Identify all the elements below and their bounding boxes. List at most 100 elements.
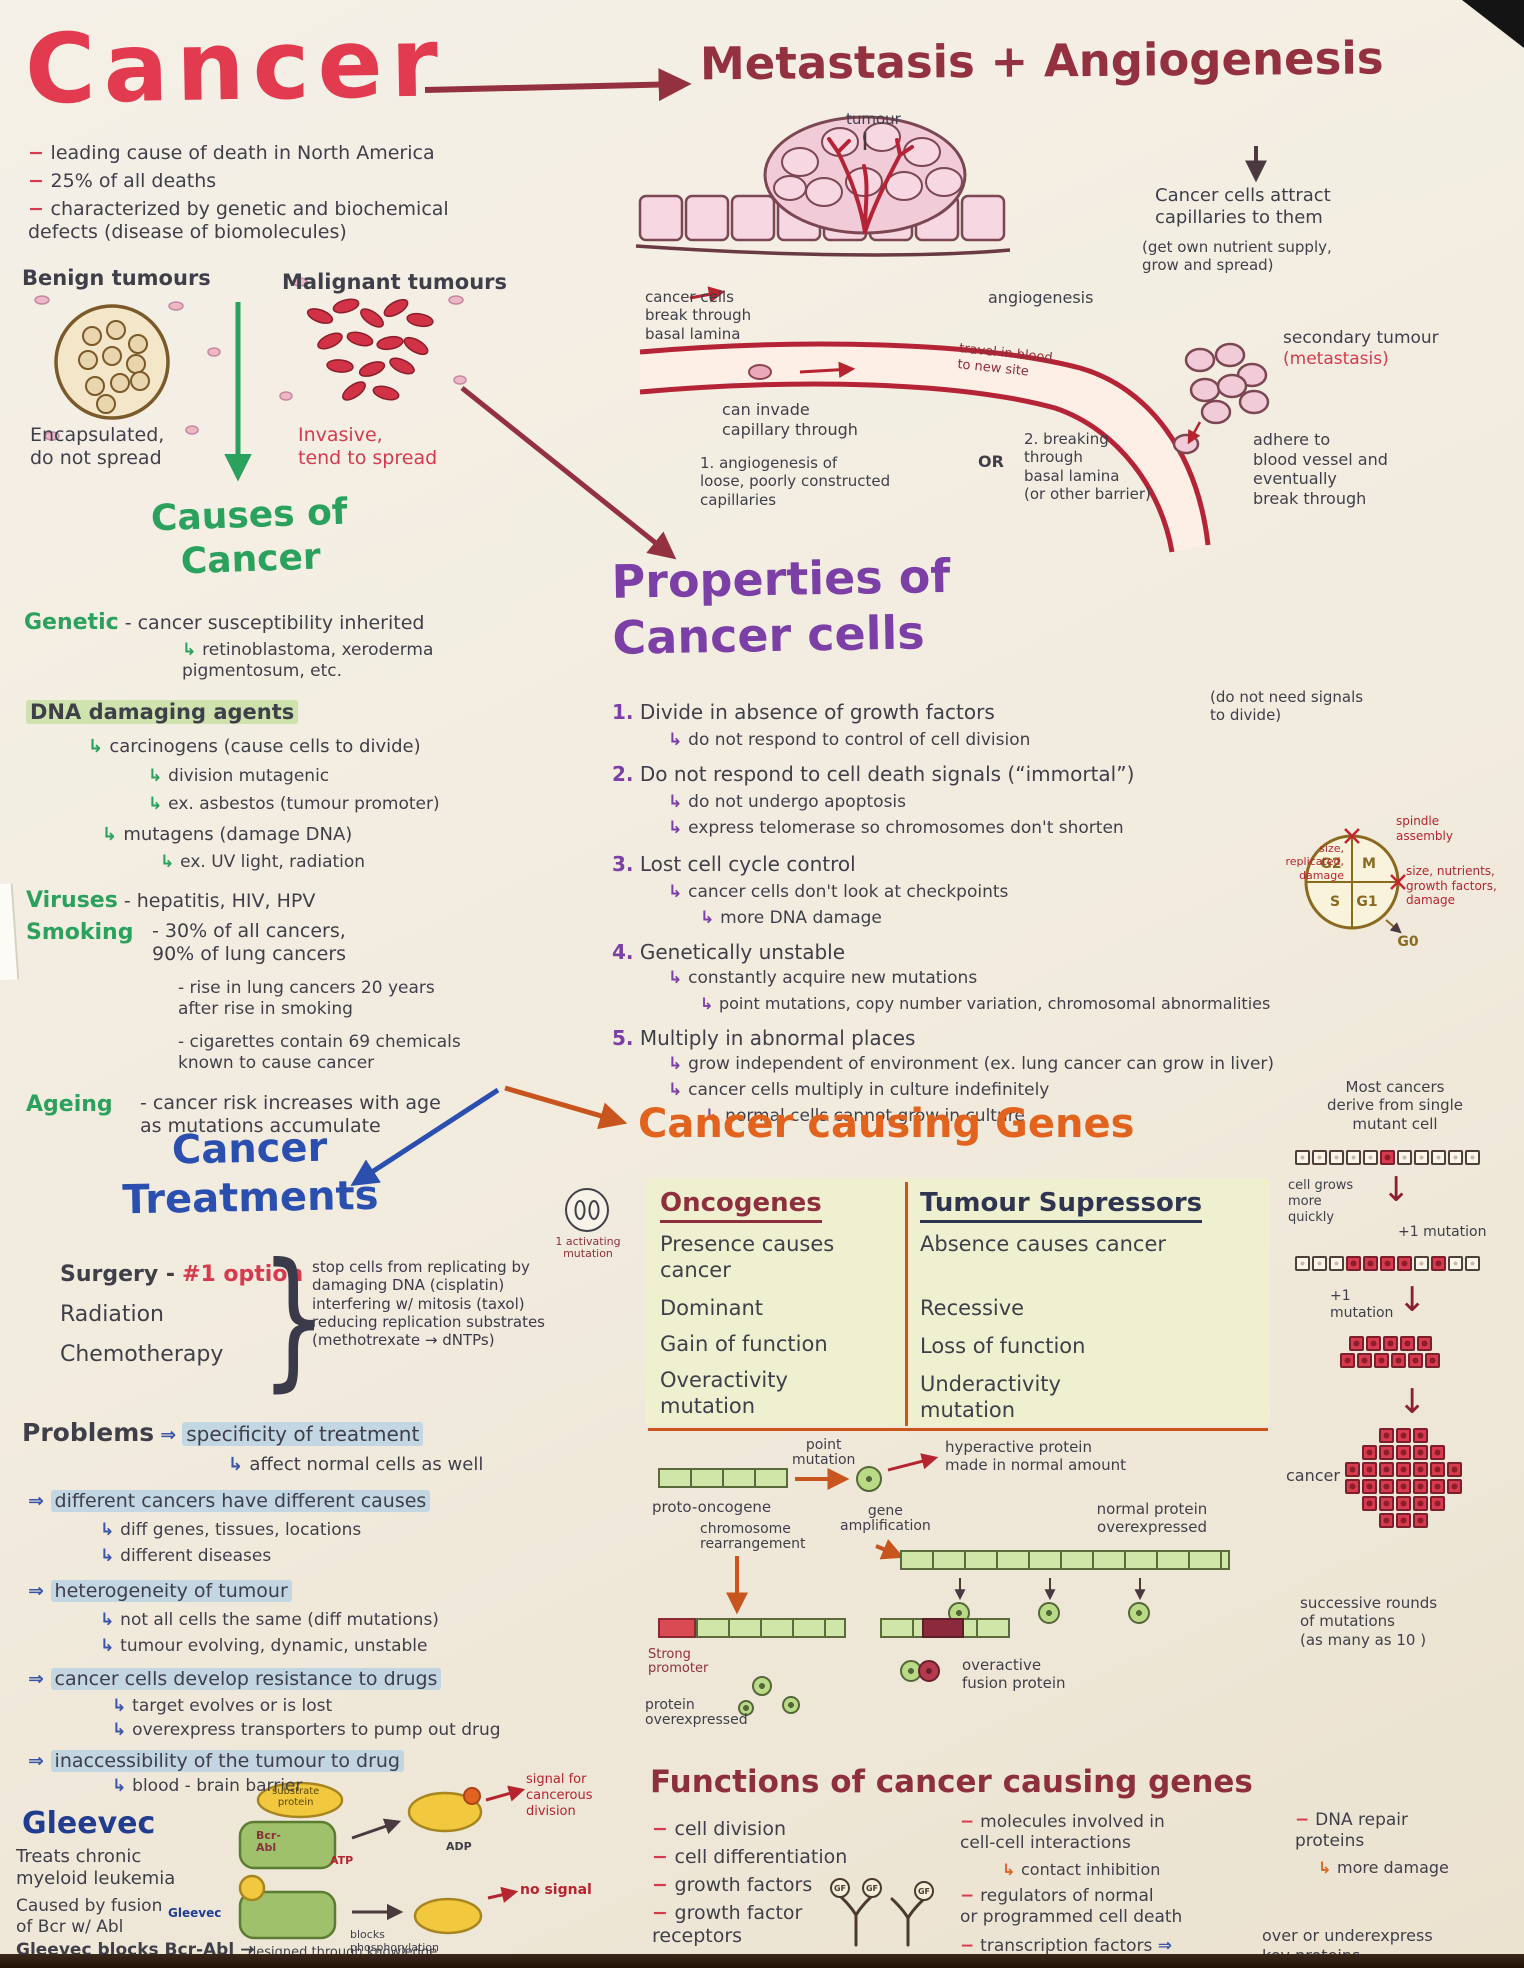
- functions-item-sub: ↳ more damage: [1318, 1858, 1449, 1877]
- double-arrow-icon: ⇒: [28, 1750, 51, 1772]
- invade-label: can invade capillary through: [722, 400, 858, 439]
- functions-heading: Functions of cancer causing genes: [650, 1764, 1253, 1800]
- growth-factor-receptor-drawing: GF GF GF: [830, 1878, 934, 1947]
- double-arrow-icon: ⇒: [1157, 1936, 1173, 1956]
- hyperactive-protein-dot: [856, 1466, 882, 1492]
- protein-dot: [1038, 1602, 1060, 1624]
- table-divider: [905, 1182, 908, 1426]
- protein-dot: [782, 1696, 800, 1714]
- dash-bullet-icon: −: [1295, 1810, 1316, 1830]
- problems-4-sub2: ↳ overexpress transporters to pump out d…: [112, 1720, 501, 1740]
- cell-cluster: [1340, 1336, 1440, 1368]
- property-4: 4. Genetically unstable: [612, 940, 846, 964]
- treatment-surgery: Surgery - #1 option: [60, 1262, 304, 1287]
- attract-label: Cancer cells attract capillaries to them: [1155, 185, 1331, 228]
- problems-5-sub: ↳ blood - brain barrier: [112, 1776, 303, 1796]
- protein-overexpressed-label: protein overexpressed: [645, 1697, 748, 1729]
- angiogenesis-label: angiogenesis: [988, 288, 1094, 307]
- malignant-caption: Invasive, tend to spread: [298, 424, 438, 470]
- hook-arrow-icon: ↳: [112, 1776, 133, 1796]
- property-2-sub2: ↳ express telomerase so chromosomes don'…: [668, 818, 1124, 838]
- problems-5: ⇒ inaccessibility of the tumour to drug: [28, 1750, 404, 1773]
- cycle-g1-label: G1: [1356, 894, 1377, 910]
- hook-arrow-icon: ↳: [700, 994, 719, 1013]
- functions-item: − growth factor receptors: [652, 1902, 803, 1948]
- no-signal-label: no signal: [520, 1882, 592, 1898]
- problems-3: ⇒ heterogeneity of tumour: [28, 1580, 292, 1603]
- functions-item: − DNA repair proteins: [1295, 1810, 1409, 1851]
- functions-item: − transcription factors ⇒: [960, 1936, 1173, 1956]
- causes-genetic-sub: ↳ retinoblastoma, xeroderma pigmentosum,…: [182, 640, 434, 681]
- hyperactive-label: hyperactive protein made in normal amoun…: [945, 1438, 1126, 1475]
- functions-item: − regulators of normal or programmed cel…: [960, 1886, 1183, 1927]
- cell-cycle-diagram: G2 M S G1 G0: [1304, 828, 1419, 950]
- treatments-heading: Cancer Treatments: [121, 1124, 379, 1224]
- gleevec-heading: Gleevec: [22, 1806, 156, 1841]
- problems-heading-row: Problems ⇒ specificity of treatment: [22, 1418, 424, 1449]
- problems-3-sub1: ↳ not all cells the same (diff mutations…: [100, 1610, 439, 1630]
- hook-arrow-icon: ↳: [100, 1546, 121, 1566]
- gleevec-line1: Treats chronic myeloid leukemia: [16, 1846, 176, 1889]
- tumour-suppressors-header: Tumour Supressors: [920, 1188, 1203, 1223]
- normal-overexpressed-label: normal protein overexpressed: [1096, 1500, 1208, 1537]
- brace-icon: }: [260, 1232, 328, 1406]
- proto-oncogene-bar: [658, 1468, 788, 1488]
- secondary-tumour-label: secondary tumour(metastasis): [1283, 328, 1439, 369]
- hook-arrow-icon: ↳: [668, 818, 689, 838]
- properties-heading: Properties of Cancer cells: [611, 548, 951, 665]
- property-1-sub: ↳ do not respond to control of cell divi…: [668, 730, 1031, 750]
- causes-heading: Causes of Cancer: [150, 491, 349, 583]
- plus1-mutation-label: +1 mutation: [1330, 1288, 1394, 1322]
- causes-carcinogens: ↳ carcinogens (cause cells to divide): [88, 736, 421, 757]
- table-cell: Recessive: [920, 1296, 1025, 1320]
- hook-arrow-icon: ↳: [100, 1610, 121, 1630]
- causes-ageing-desc: - cancer risk increases with age as muta…: [140, 1092, 441, 1138]
- causes-division: ↳ division mutagenic: [148, 766, 330, 786]
- gf-label: GF: [918, 1887, 930, 1896]
- cancer-blob-label: cancer: [1286, 1466, 1340, 1485]
- treatment-radiation: Radiation: [60, 1302, 164, 1327]
- hook-arrow-icon: ↳: [668, 1054, 689, 1074]
- dash-bullet-icon: −: [960, 1812, 981, 1832]
- functions-item: − growth factors: [652, 1874, 813, 1896]
- protein-dot: [738, 1700, 754, 1716]
- double-arrow-icon: ⇒: [160, 1424, 177, 1446]
- property-1: 1. Divide in absence of growth factors: [612, 700, 995, 724]
- functions-item: − molecules involved in cell-cell intera…: [960, 1812, 1165, 1853]
- page-title: Cancer: [24, 6, 447, 126]
- problems-4-sub1: ↳ target evolves or is lost: [112, 1696, 333, 1716]
- gene-amplification-label: gene amplification: [840, 1503, 931, 1535]
- genes-heading: Cancer causing Genes: [638, 1101, 1135, 1147]
- causes-mutagens: ↳ mutagens (damage DNA): [102, 824, 353, 845]
- gf-label: GF: [834, 1884, 846, 1893]
- gleevec-pathway-drawing: [238, 1781, 526, 1940]
- fusion-protein-dot: [918, 1660, 940, 1682]
- double-arrow-icon: ⇒: [28, 1490, 51, 1512]
- intro-bullet: − leading cause of death in North Americ…: [28, 142, 435, 164]
- problems-2-sub2: ↳ different diseases: [100, 1546, 272, 1566]
- g2-checkpoint-note: size, replicated, damage: [1285, 842, 1345, 882]
- arrow-to-genes: [504, 1085, 628, 1130]
- hook-arrow-icon: ↳: [668, 1080, 689, 1100]
- table-cell: Gain of function: [660, 1332, 828, 1356]
- causes-smoking-sub1: - rise in lung cancers 20 years after ri…: [178, 978, 435, 1019]
- double-arrow-icon: ⇒: [28, 1580, 51, 1602]
- spindle-note: spindle assembly: [1396, 814, 1453, 843]
- dash-bullet-icon: −: [652, 1874, 675, 1896]
- mechanism-arrows: [726, 1453, 1146, 1615]
- problems-2: ⇒ different cancers have different cause…: [28, 1490, 431, 1513]
- down-arrow-icon: ↓: [1382, 1170, 1411, 1210]
- chromosome-rearrangement-label: chromosome rearrangement: [700, 1521, 806, 1553]
- atp-label: ATP: [330, 1854, 354, 1867]
- cycle-g2-label: G2: [1320, 856, 1341, 872]
- table-bottom-line: [648, 1428, 1268, 1431]
- dash-bullet-icon: −: [28, 142, 51, 164]
- down-arrow-icon: ↓: [1398, 1382, 1427, 1422]
- fusion-protein-label: overactive fusion protein: [962, 1656, 1066, 1693]
- table-cell: Loss of function: [920, 1334, 1086, 1358]
- dash-bullet-icon: −: [28, 198, 51, 220]
- arrow-to-treatments: [350, 1087, 500, 1186]
- activating-caption: 1 activating mutation: [555, 1235, 621, 1261]
